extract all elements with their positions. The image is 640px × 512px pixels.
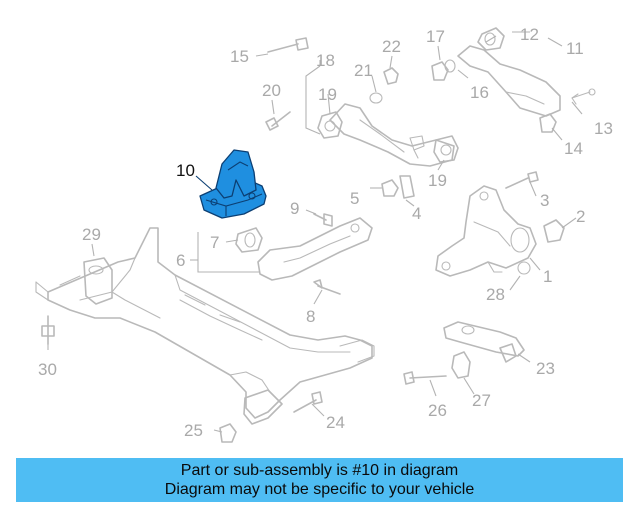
lateral-link: [443, 321, 525, 379]
leader-lines: [47, 31, 583, 433]
callout-19b: 19: [428, 171, 447, 190]
upper-arm: [317, 103, 459, 167]
part-10-mount[interactable]: [199, 149, 267, 219]
lower-arm: [235, 217, 373, 281]
banner-line-2: Diagram may not be specific to your vehi…: [164, 481, 475, 498]
info-banner: Part or sub-assembly is #10 in diagram D…: [16, 458, 623, 502]
callout-27: 27: [472, 391, 491, 410]
banner-line-1: Part or sub-assembly is #10 in diagram: [180, 462, 459, 479]
callout-22: 22: [382, 37, 401, 56]
callout-4: 4: [412, 204, 421, 223]
callout-6: 6: [176, 251, 185, 270]
callout-25: 25: [184, 421, 203, 440]
upper-rear-arm: [431, 27, 596, 133]
callout-3: 3: [540, 191, 549, 210]
rear-subframe: [35, 227, 375, 425]
callout-2: 2: [576, 207, 585, 226]
callout-1: 1: [543, 267, 552, 286]
rear-knuckle: [435, 185, 565, 277]
callout-8: 8: [306, 307, 315, 326]
callout-15: 15: [230, 47, 249, 66]
callout-21: 21: [354, 61, 373, 80]
callout-12: 12: [520, 25, 539, 44]
callout-7: 7: [210, 233, 219, 252]
callout-17: 17: [426, 27, 445, 46]
callout-numbers: 1 2 3 4 5 6 7 8 9 10 11 12 13 14 15 16 1…: [38, 25, 613, 440]
callout-5: 5: [350, 189, 359, 208]
parts-diagram: 1 2 3 4 5 6 7 8 9 10 11 12 13 14 15 16 1…: [35, 25, 613, 443]
callout-28: 28: [486, 285, 505, 304]
small-hardware: [41, 37, 539, 443]
callout-10: 10: [176, 161, 195, 180]
callout-18: 18: [316, 51, 335, 70]
callout-11: 11: [566, 39, 584, 58]
callout-23: 23: [536, 359, 555, 378]
callout-19a: 19: [318, 85, 337, 104]
callout-9: 9: [290, 199, 299, 218]
callout-26: 26: [428, 401, 447, 420]
callout-29: 29: [82, 225, 101, 244]
callout-14: 14: [564, 139, 583, 158]
callout-16: 16: [470, 83, 489, 102]
callout-30: 30: [38, 360, 57, 379]
callout-13: 13: [594, 119, 613, 138]
callout-20: 20: [262, 81, 281, 100]
callout-24: 24: [326, 413, 345, 432]
